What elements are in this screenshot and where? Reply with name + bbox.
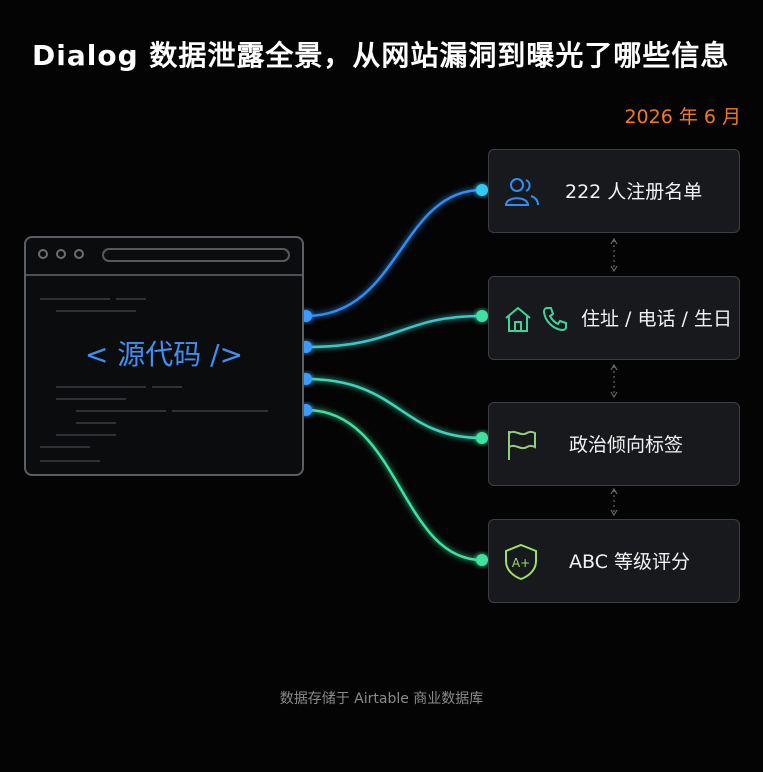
code-line (76, 410, 166, 412)
shield-grade-icon: A+ (505, 543, 537, 581)
code-line (56, 398, 126, 400)
connector-line-4 (305, 408, 483, 562)
target-dot-3 (476, 432, 488, 444)
connector-line-2 (305, 314, 483, 349)
target-dot-1 (476, 184, 488, 196)
window-titlebar (26, 238, 302, 276)
connector-line-3 (305, 377, 483, 440)
card-label: ABC 等级评分 (569, 551, 691, 573)
users-icon (504, 178, 539, 206)
code-line (56, 310, 136, 312)
card-label: 政治倾向标签 (569, 434, 684, 456)
footer-note: 数据存储于 Airtable 商业数据库 (279, 691, 484, 707)
flag-icon (508, 430, 536, 460)
target-dot-2 (476, 310, 488, 322)
link-arrow-1 (610, 237, 618, 273)
code-line (116, 298, 146, 300)
connector-line-1 (305, 188, 483, 318)
card-address-phone-birthday: 住址 / 电话 / 生日 (488, 276, 740, 360)
card-grade-score: A+ ABC 等级评分 (488, 519, 740, 603)
code-line (40, 460, 100, 462)
address-bar (102, 248, 290, 262)
svg-text:A+: A+ (512, 556, 530, 570)
phone-icon (542, 307, 567, 332)
link-arrow-3 (610, 487, 618, 517)
card-label: 住址 / 电话 / 生日 (581, 308, 732, 330)
source-code-label: < 源代码 /> (84, 338, 244, 371)
code-line (56, 386, 146, 388)
home-icon (505, 306, 531, 332)
date-label: 2026 年 6 月 (624, 106, 741, 128)
code-line (76, 422, 116, 424)
target-dot-4 (476, 554, 488, 566)
source-code-window: < 源代码 /> (24, 236, 304, 476)
card-political-label: 政治倾向标签 (488, 402, 740, 486)
card-label: 222 人注册名单 (565, 181, 703, 203)
code-line (56, 434, 116, 436)
code-line (172, 410, 268, 412)
code-line (40, 446, 90, 448)
window-dot-icon (56, 249, 66, 259)
code-line (152, 386, 182, 388)
link-arrow-2 (610, 363, 618, 399)
code-line (40, 298, 110, 300)
window-dot-icon (38, 249, 48, 259)
window-dot-icon (74, 249, 84, 259)
card-registration-list: 222 人注册名单 (488, 149, 740, 233)
page-title: Dialog 数据泄露全景，从网站漏洞到曝光了哪些信息 (32, 39, 730, 72)
